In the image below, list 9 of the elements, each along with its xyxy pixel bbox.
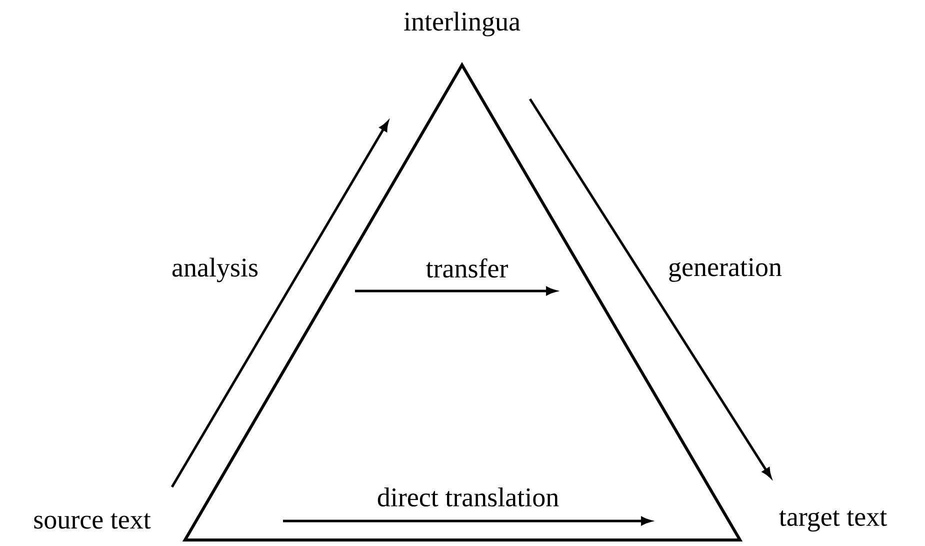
arrow xyxy=(528,98,772,478)
node-label: source text xyxy=(34,513,151,529)
node-label: interlingua xyxy=(404,12,520,36)
arrow xyxy=(170,121,388,488)
arrow-label: transfer xyxy=(426,258,508,278)
edge-label: analysis xyxy=(170,256,260,284)
edge-label: generation xyxy=(667,257,783,283)
node-label: target text xyxy=(779,510,887,532)
arrow-label: direct translation xyxy=(378,488,559,506)
